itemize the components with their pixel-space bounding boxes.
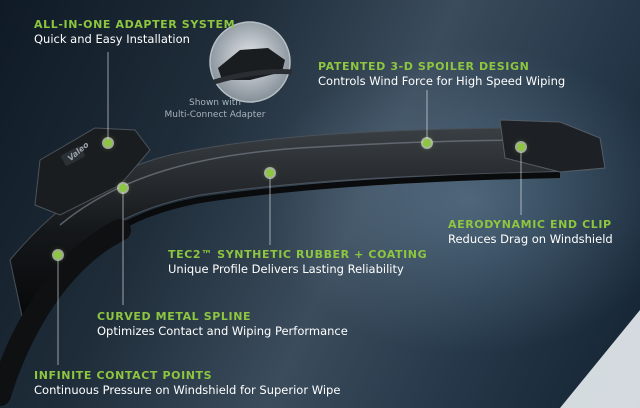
- callout-adapter-desc: Quick and Easy Installation: [34, 31, 190, 46]
- callout-spoiler-desc: Controls Wind Force for High Speed Wipin…: [318, 73, 566, 88]
- blade-body: [9, 127, 591, 332]
- leader-lines: [57, 52, 522, 365]
- callout-spline-desc: Optimizes Contact and Wiping Performance: [97, 323, 348, 338]
- inset-note: Shown with Multi-Connect Adapter: [160, 98, 270, 121]
- callout-adapter: ALL-IN-ONE ADAPTER SYSTEM Quick and Easy…: [34, 18, 235, 46]
- callout-end-clip-desc: Reduces Drag on Windshield: [448, 231, 613, 246]
- callout-contact-desc: Continuous Pressure on Windshield for Su…: [34, 382, 341, 397]
- inset-note-line2: Multi-Connect Adapter: [164, 109, 266, 120]
- end-clip-marker-dot: [517, 143, 525, 151]
- callout-spoiler-heading: PATENTED 3-D SPOILER DESIGN: [318, 60, 530, 73]
- callout-rubber-desc: Unique Profile Delivers Lasting Reliabil…: [168, 261, 404, 276]
- spoiler-marker-dot: [423, 139, 431, 147]
- callout-contact-heading: INFINITE CONTACT POINTS: [34, 369, 213, 382]
- inset-note-line1: Shown with: [189, 98, 241, 108]
- callout-rubber: TEC2™ SYNTHETIC RUBBER + COATING Unique …: [168, 248, 427, 276]
- inset-blade-shape: [213, 69, 293, 85]
- callout-end-clip-heading: AERODYNAMIC END CLIP: [448, 218, 612, 231]
- contact-marker-dot: [54, 251, 62, 259]
- callout-contact: INFINITE CONTACT POINTS Continuous Press…: [34, 369, 340, 397]
- spline-marker-dot: [119, 184, 127, 192]
- end-clip: [499, 119, 606, 173]
- callout-spoiler: PATENTED 3-D SPOILER DESIGN Controls Win…: [318, 60, 565, 88]
- callout-spline-heading: CURVED METAL SPLINE: [97, 310, 252, 323]
- callout-spline: CURVED METAL SPLINE Optimizes Contact an…: [97, 310, 348, 338]
- adapter-marker-dot: [104, 139, 112, 147]
- callout-rubber-heading: TEC2™ SYNTHETIC RUBBER + COATING: [168, 248, 428, 261]
- callout-adapter-heading: ALL-IN-ONE ADAPTER SYSTEM: [34, 18, 236, 31]
- rubber-marker-dot: [266, 169, 274, 177]
- light-streak: [560, 310, 640, 408]
- adapter-window: [61, 146, 85, 166]
- adapter: [34, 127, 151, 216]
- blade-lower-section: [0, 219, 131, 406]
- callout-end-clip: AERODYNAMIC END CLIP Reduces Drag on Win…: [448, 218, 613, 246]
